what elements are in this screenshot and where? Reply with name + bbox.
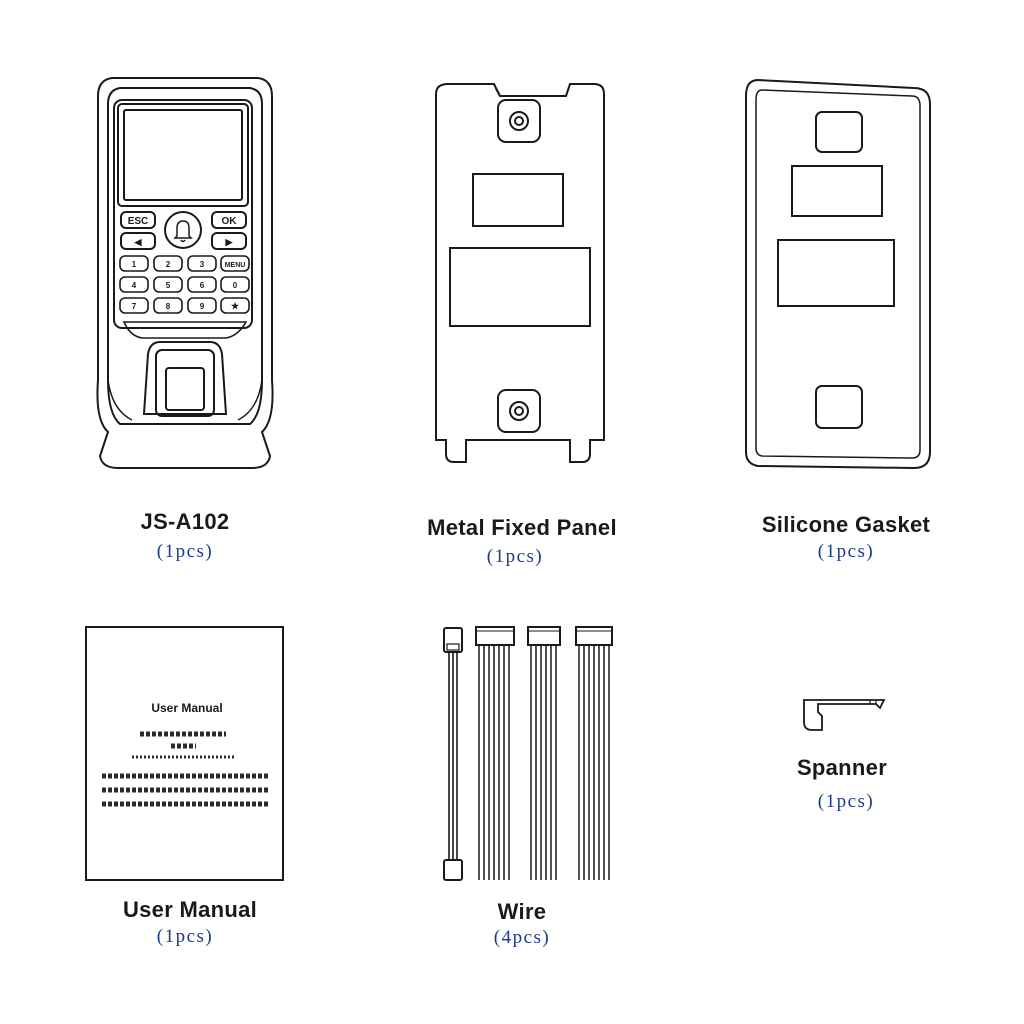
- device-screen: [123, 109, 243, 201]
- ok-key: [211, 211, 247, 229]
- left-key-label: ◀: [134, 237, 143, 247]
- item-name-panel: Metal Fixed Panel: [427, 515, 617, 540]
- item-qty-panel: (1pcs): [486, 546, 544, 567]
- manual-cover-title: User Manual: [151, 701, 222, 715]
- device-illustration: [96, 77, 274, 469]
- key-4-label: 4: [132, 281, 137, 290]
- fingerprint-sensor: [155, 349, 215, 417]
- esc-key: [120, 211, 156, 229]
- key-3-label: 3: [200, 260, 205, 269]
- ok-key-label: OK: [222, 216, 238, 227]
- item-name-device: JS-A102: [140, 509, 230, 534]
- key-7-label: 7: [132, 302, 137, 311]
- right-key: [211, 232, 247, 250]
- key-0-label: 0: [233, 281, 238, 290]
- keypad: [119, 255, 250, 314]
- item-qty-device: (1pcs): [156, 541, 214, 562]
- item-qty-spanner: (1pcs): [817, 791, 875, 812]
- left-key: [120, 232, 156, 250]
- spanner-icon: [803, 699, 886, 731]
- bell-button: [164, 211, 202, 249]
- item-qty-gasket: (1pcs): [817, 541, 875, 562]
- metal-panel-illustration: [435, 83, 605, 463]
- key-5-label: 5: [166, 281, 171, 290]
- wire-illustration: [443, 626, 613, 881]
- item-name-manual: User Manual: [122, 897, 258, 922]
- key-2-label: 2: [166, 260, 171, 269]
- user-manual-illustration: [85, 626, 284, 881]
- esc-key-label: ESC: [128, 216, 149, 227]
- silicone-gasket-illustration: [745, 78, 931, 470]
- key-6-label: 6: [200, 281, 205, 290]
- key-8-label: 8: [166, 302, 171, 311]
- item-qty-wire: (4pcs): [493, 927, 551, 948]
- item-name-wire: Wire: [497, 899, 547, 924]
- bell-icon: [173, 220, 193, 243]
- item-name-spanner: Spanner: [796, 755, 888, 780]
- right-key-label: ▶: [225, 237, 234, 247]
- star-key-label: ★: [231, 301, 240, 311]
- item-name-gasket: Silicone Gasket: [761, 512, 931, 537]
- menu-key-label: MENU: [225, 262, 246, 269]
- key-9-label: 9: [200, 302, 205, 311]
- key-1-label: 1: [132, 260, 137, 269]
- item-qty-manual: (1pcs): [156, 926, 214, 947]
